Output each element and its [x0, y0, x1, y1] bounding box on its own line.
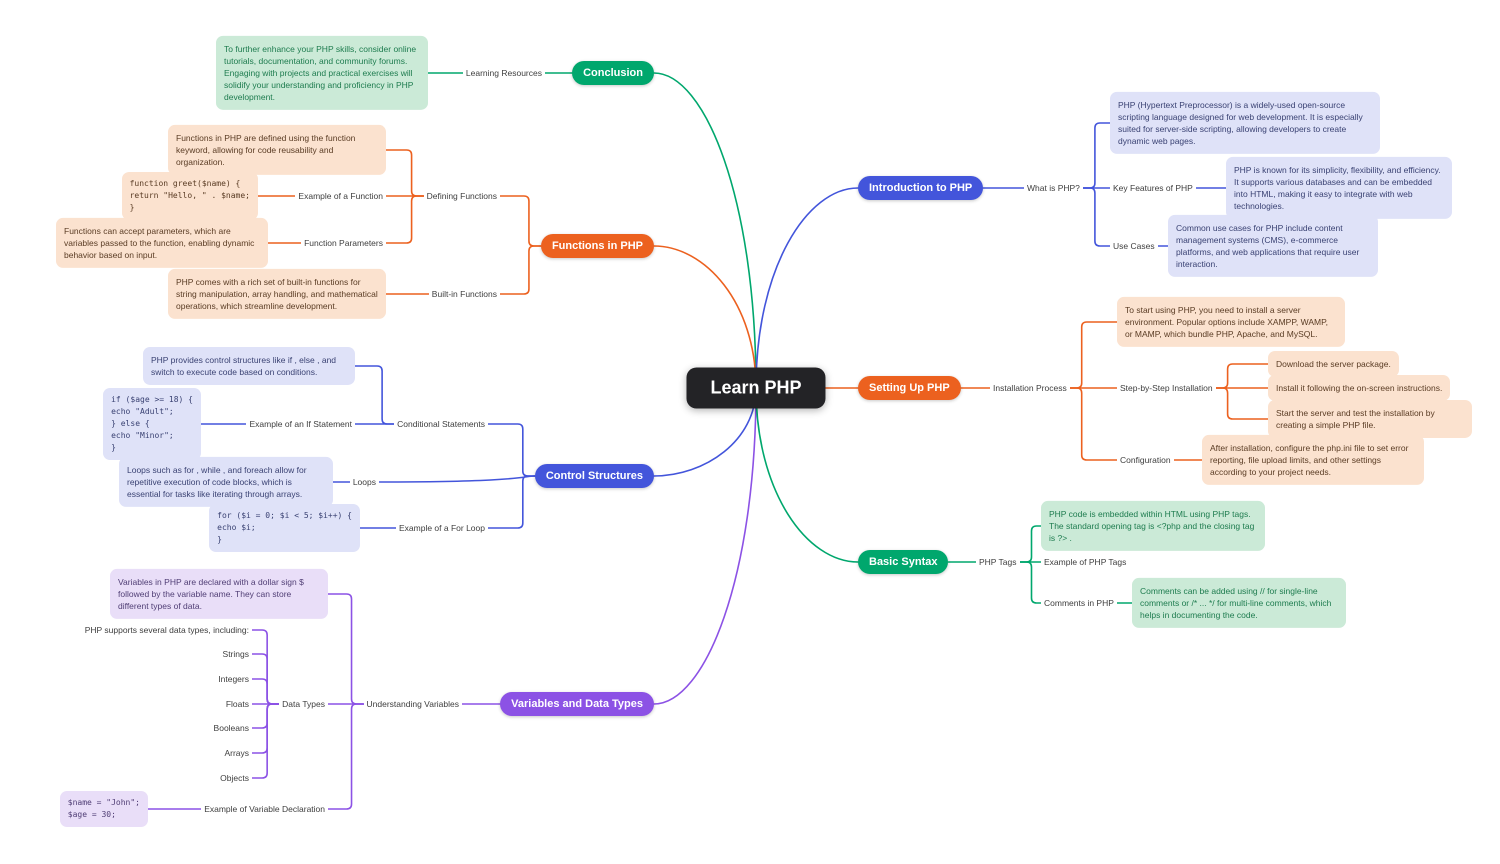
branch-introduction-to-php[interactable]: Introduction to PHP [858, 176, 984, 200]
central-topic-learn-php[interactable]: Learn PHP [686, 367, 826, 409]
node-learning-resources[interactable]: Learning Resources [462, 66, 545, 80]
note-configuration[interactable]: After installation, configure the php.in… [1202, 434, 1424, 486]
node-function-parameters[interactable]: Function Parameters [301, 236, 386, 250]
node-type-booleans[interactable]: Booleans [210, 721, 252, 735]
node-loops[interactable]: Loops [349, 475, 379, 489]
node-use-cases[interactable]: Use Cases [1110, 239, 1158, 253]
node-understanding-variables[interactable]: Understanding Variables [363, 697, 462, 711]
node-example-if-statement[interactable]: Example of an If Statement [246, 417, 355, 431]
node-type-integers[interactable]: Integers [215, 672, 252, 686]
note-key-features[interactable]: PHP is known for its simplicity, flexibi… [1226, 156, 1452, 220]
note-builtin-functions[interactable]: PHP comes with a rich set of built-in fu… [168, 268, 386, 320]
node-type-arrays[interactable]: Arrays [221, 746, 252, 760]
node-type-strings[interactable]: Strings [219, 647, 252, 661]
node-example-php-tags[interactable]: Example of PHP Tags [1041, 555, 1130, 569]
note-what-is-php[interactable]: PHP (Hypertext Preprocessor) is a widely… [1110, 91, 1380, 155]
branch-functions-in-php[interactable]: Functions in PHP [540, 234, 654, 258]
note-step-start-server[interactable]: Start the server and test the installati… [1268, 399, 1472, 439]
node-data-types[interactable]: Data Types [279, 697, 328, 711]
note-loops[interactable]: Loops such as for , while , and foreach … [119, 456, 333, 508]
note-step-install[interactable]: Install it following the on-screen instr… [1268, 374, 1451, 402]
note-php-tags[interactable]: PHP code is embedded within HTML using P… [1041, 500, 1265, 552]
code-function-example[interactable]: function greet($name) { return "Hello, "… [121, 172, 258, 220]
node-type-objects[interactable]: Objects [217, 771, 252, 785]
node-configuration[interactable]: Configuration [1117, 453, 1174, 467]
node-what-is-php[interactable]: What is PHP? [1024, 181, 1083, 195]
note-defining-functions[interactable]: Functions in PHP are defined using the f… [168, 124, 386, 176]
code-if-example[interactable]: if ($age >= 18) { echo "Adult"; } else {… [103, 388, 201, 460]
branch-conclusion[interactable]: Conclusion [572, 61, 654, 85]
note-conditional-statements[interactable]: PHP provides control structures like if … [143, 346, 355, 386]
note-use-cases[interactable]: Common use cases for PHP include content… [1168, 214, 1378, 278]
branch-setting-up-php[interactable]: Setting Up PHP [858, 376, 961, 400]
node-example-for-loop[interactable]: Example of a For Loop [396, 521, 488, 535]
note-installation-process[interactable]: To start using PHP, you need to install … [1117, 296, 1345, 348]
branch-variables-and-data-types[interactable]: Variables and Data Types [500, 692, 654, 716]
node-conditional-statements[interactable]: Conditional Statements [394, 417, 488, 431]
node-key-features[interactable]: Key Features of PHP [1110, 181, 1196, 195]
branch-basic-syntax[interactable]: Basic Syntax [858, 550, 949, 574]
node-step-by-step-installation[interactable]: Step-by-Step Installation [1117, 381, 1216, 395]
node-installation-process[interactable]: Installation Process [990, 381, 1070, 395]
node-comments-in-php[interactable]: Comments in PHP [1041, 596, 1117, 610]
node-example-variable-declaration[interactable]: Example of Variable Declaration [201, 802, 328, 816]
node-example-of-a-function[interactable]: Example of a Function [295, 189, 386, 203]
note-understanding-variables[interactable]: Variables in PHP are declared with a dol… [110, 568, 328, 620]
note-comments-in-php[interactable]: Comments can be added using // for singl… [1132, 577, 1346, 629]
branch-control-structures[interactable]: Control Structures [534, 464, 654, 488]
note-learning-resources[interactable]: To further enhance your PHP skills, cons… [216, 35, 428, 111]
note-step-download[interactable]: Download the server package. [1268, 350, 1399, 378]
note-function-parameters[interactable]: Functions can accept parameters, which a… [56, 217, 268, 269]
node-builtin-functions[interactable]: Built-in Functions [428, 287, 500, 301]
node-defining-functions[interactable]: Defining Functions [423, 189, 500, 203]
node-php-tags[interactable]: PHP Tags [976, 555, 1020, 569]
node-type-floats[interactable]: Floats [222, 697, 252, 711]
node-data-types-intro[interactable]: PHP supports several data types, includi… [81, 623, 252, 637]
code-variable-declaration[interactable]: $name = "John"; $age = 30; [59, 791, 148, 827]
code-for-example[interactable]: for ($i = 0; $i < 5; $i++) { echo $i; } [209, 504, 360, 552]
